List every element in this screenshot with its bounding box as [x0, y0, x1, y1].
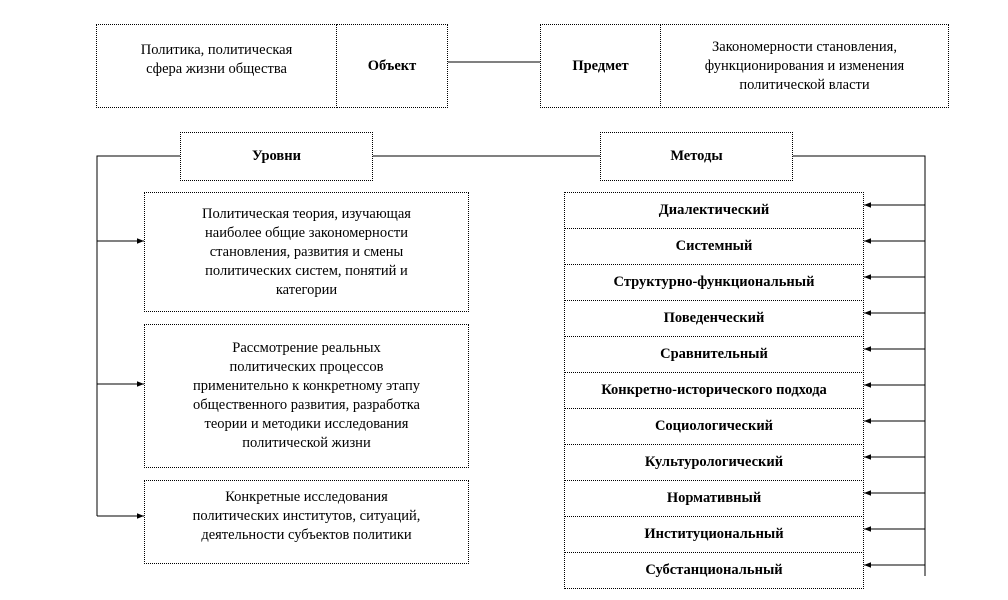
methods-title: Методы [600, 132, 793, 181]
level-item-real-processes: Рассмотрение реальных политических проце… [144, 324, 469, 468]
object-description: Политика, политическая сфера жизни общес… [96, 24, 337, 108]
subject-description: Закономерности становления, функциониров… [660, 24, 949, 108]
method-item: Поведенческий [564, 300, 864, 337]
levels-bracket [96, 155, 180, 516]
method-item: Системный [564, 228, 864, 265]
level-item-concrete-research: Конкретные исследования политических инс… [144, 480, 469, 564]
method-item: Диалектический [564, 192, 864, 229]
method-item: Институциональный [564, 516, 864, 553]
method-item: Нормативный [564, 480, 864, 517]
method-item: Культурологический [564, 444, 864, 481]
subject-label: Предмет [540, 24, 661, 108]
methods-bracket [790, 155, 926, 576]
method-item: Конкретно-исторического подхода [564, 372, 864, 409]
level-item-theory: Политическая теория, изучающая наиболее … [144, 192, 469, 312]
method-item: Субстанциональный [564, 552, 864, 589]
levels-title: Уровни [180, 132, 373, 181]
object-label: Объект [336, 24, 448, 108]
method-item: Структурно-функциональный [564, 264, 864, 301]
method-item: Социологический [564, 408, 864, 445]
method-item: Сравнительный [564, 336, 864, 373]
